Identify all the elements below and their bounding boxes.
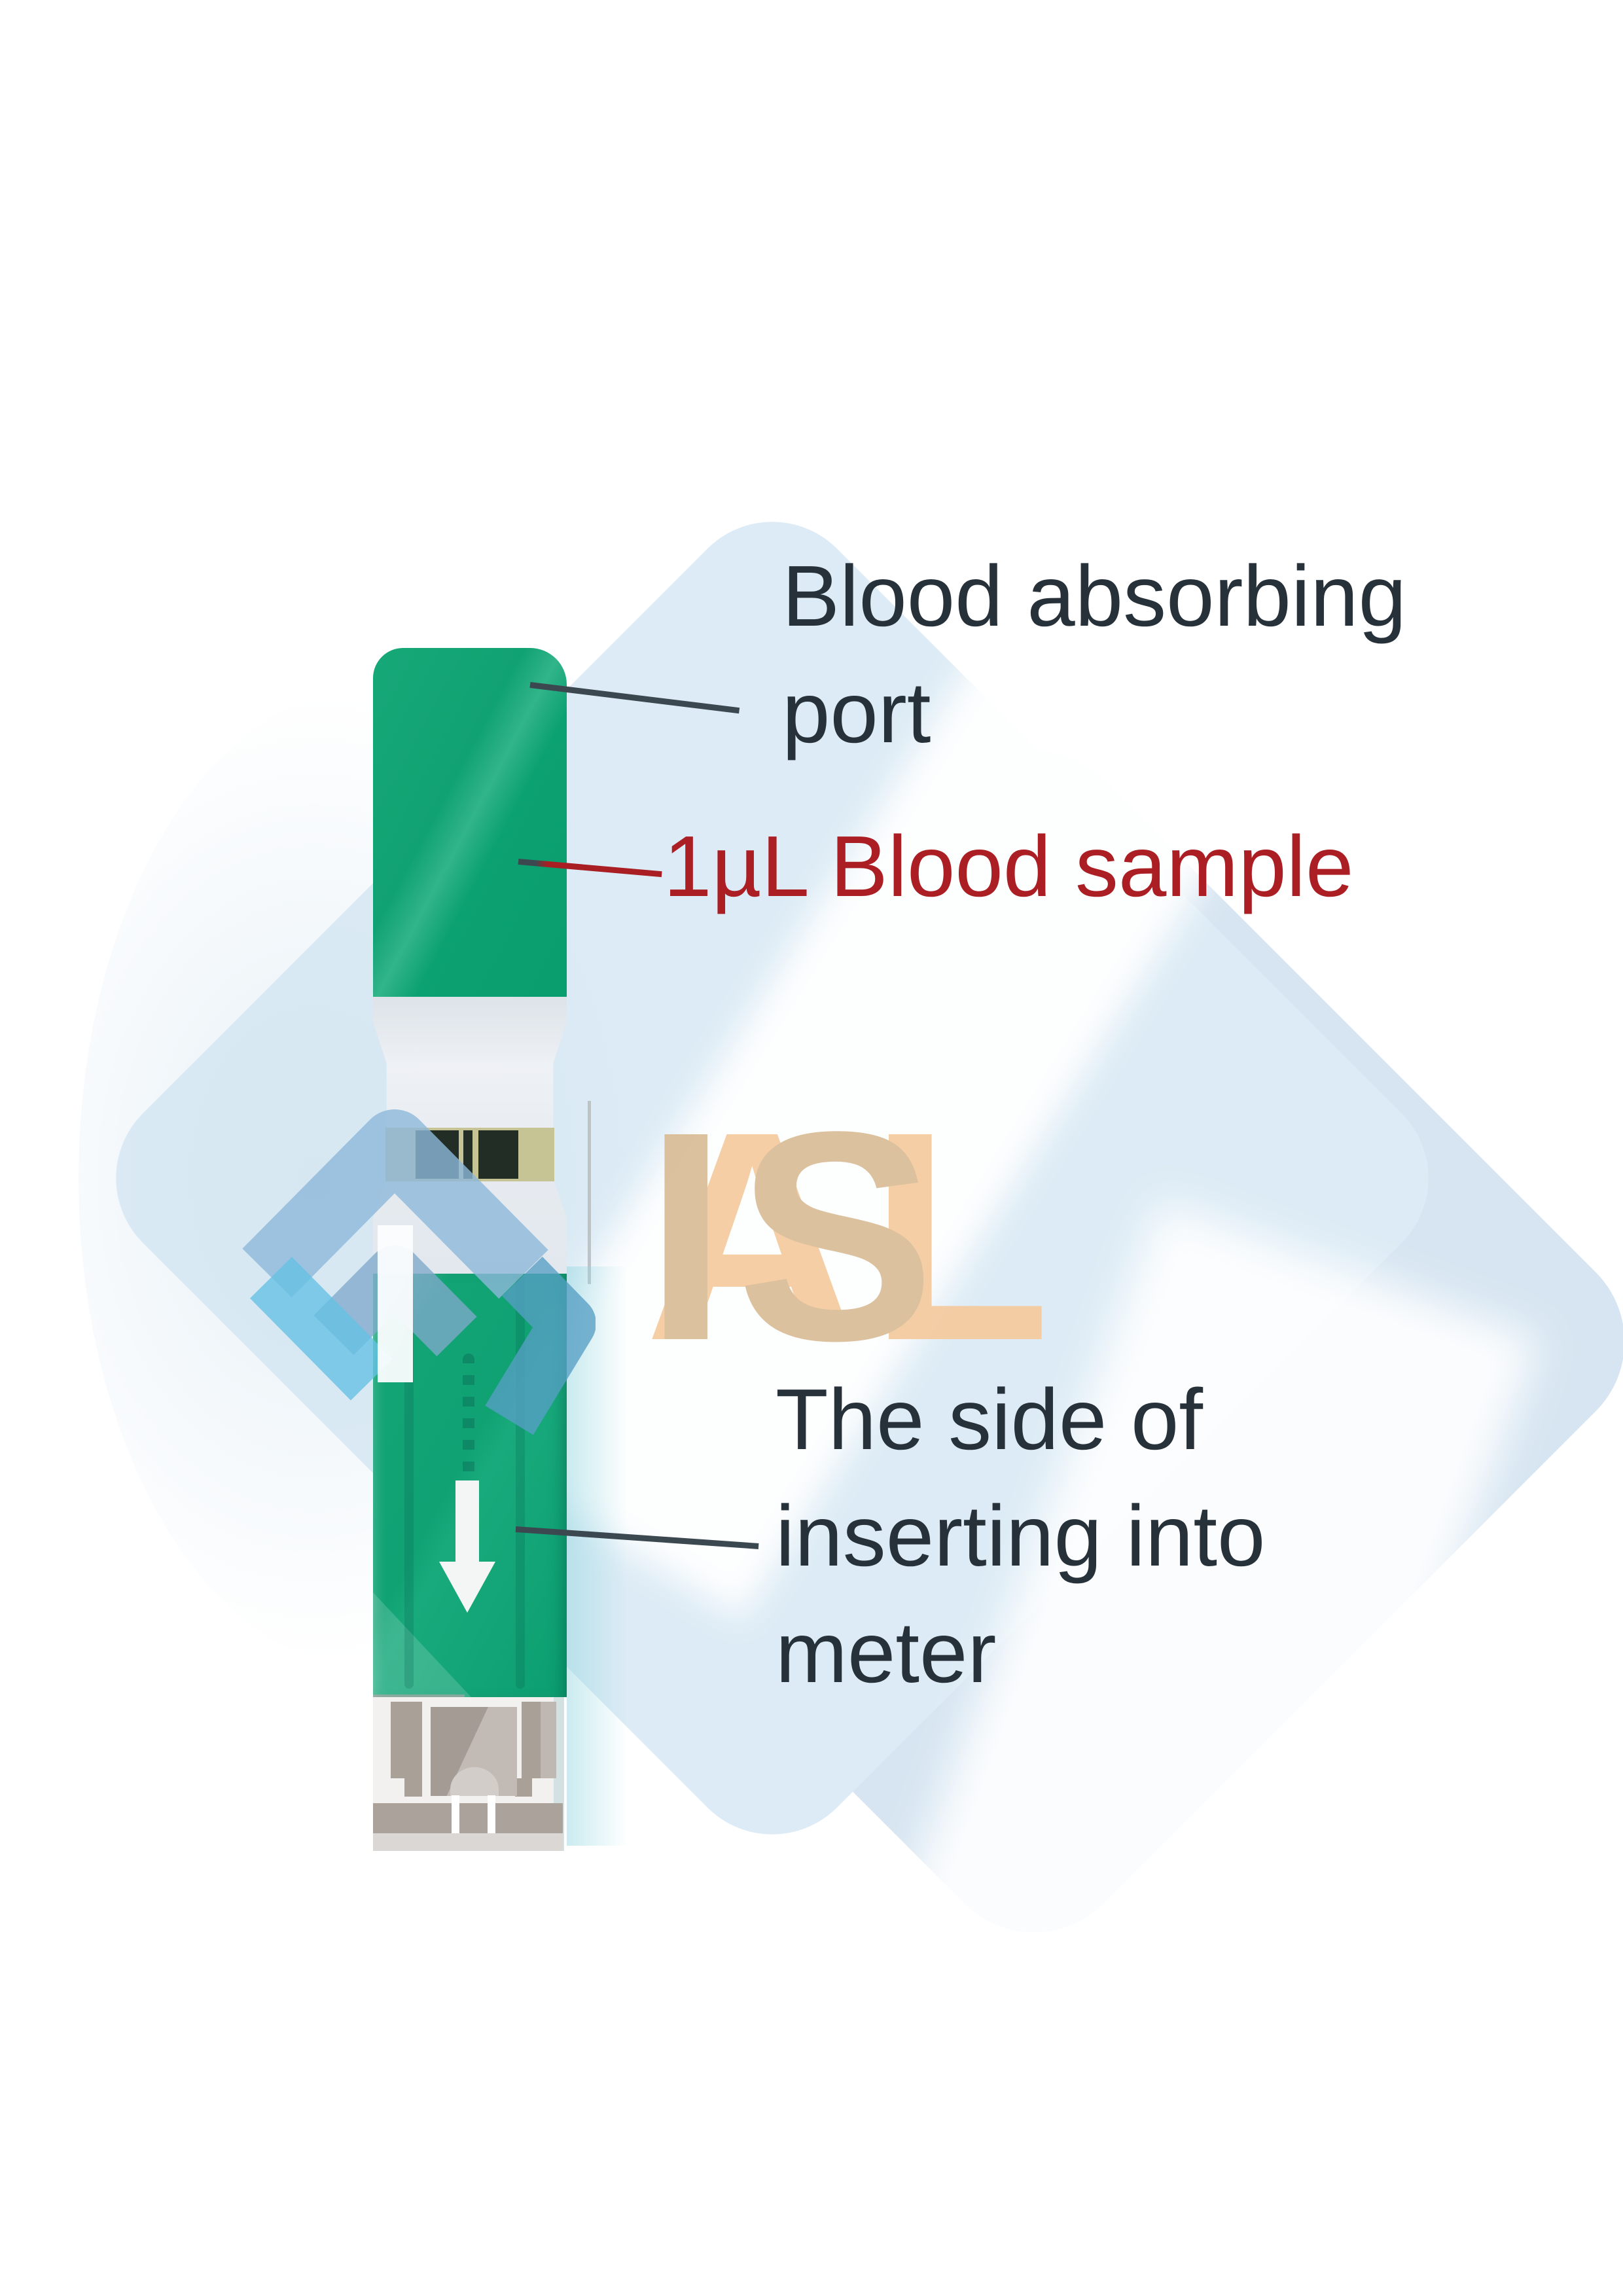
- watermark-brand-second: IS: [645, 1070, 944, 1403]
- label-port-line2: port: [782, 664, 931, 761]
- down-arrow-icon-head: [439, 1562, 495, 1613]
- connector-tab-left: [404, 1778, 422, 1797]
- label-insert-line1: The side of: [776, 1371, 1204, 1467]
- connector-prong-left: [391, 1702, 422, 1778]
- connector-base-footer: [373, 1833, 563, 1851]
- connector-slit-left: [452, 1795, 459, 1833]
- strip-dotted-guide: [463, 1354, 474, 1504]
- strip-junction-tint: [373, 1695, 465, 1698]
- label-insert-line3: meter: [776, 1604, 997, 1700]
- watermark-divider-line: [588, 1101, 591, 1284]
- connector-slit-right: [488, 1795, 495, 1833]
- connector-base-bar: [373, 1803, 563, 1833]
- label-port-line1: Blood absorbing: [782, 548, 1407, 644]
- code-block-right: [478, 1130, 518, 1179]
- label-blood-sample: 1µL Blood sample: [664, 808, 1353, 925]
- label-insert-side: The side of inserting into meter: [776, 1361, 1265, 1711]
- down-arrow-icon: [455, 1480, 479, 1564]
- diamond-up-arrow-icon: [242, 1109, 596, 1435]
- watermark-brand-first: AL: [645, 1070, 1060, 1403]
- label-sample-text: 1µL Blood sample: [664, 818, 1354, 914]
- strip-blood-absorbing-section: [373, 648, 567, 997]
- connector-tab-right: [515, 1778, 532, 1797]
- label-blood-absorbing-port: Blood absorbing port: [782, 538, 1406, 771]
- label-insert-line2: inserting into: [776, 1488, 1266, 1584]
- connector-prong-right: [522, 1702, 556, 1778]
